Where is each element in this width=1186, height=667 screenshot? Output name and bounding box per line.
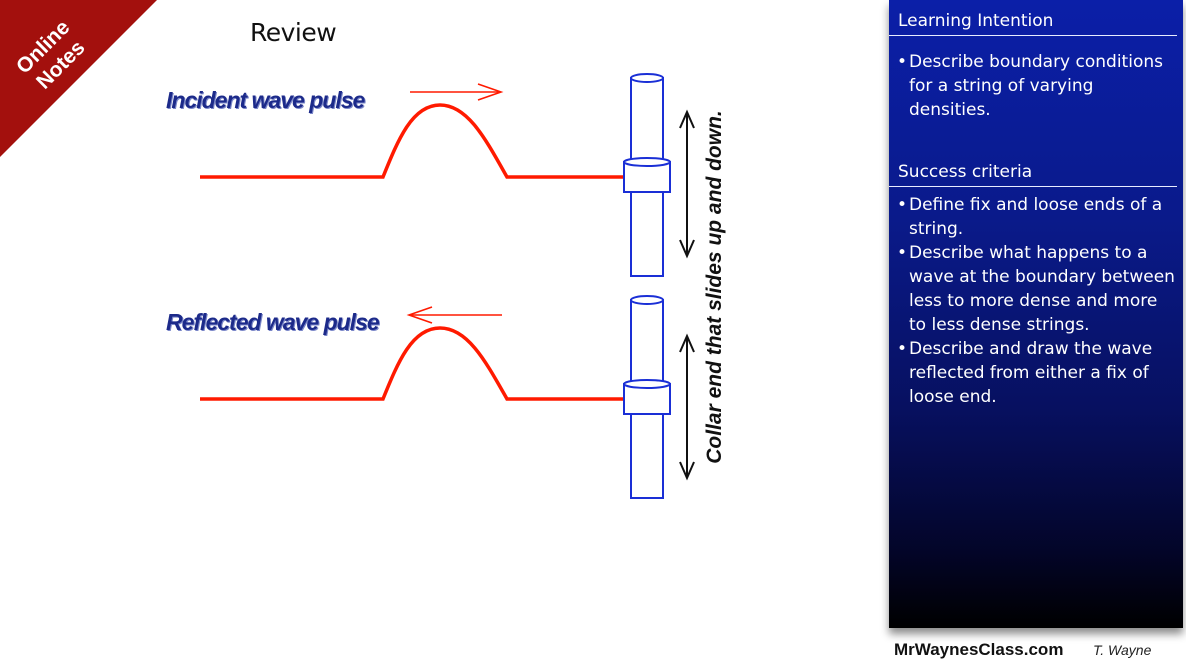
objectives-panel: Learning Intention •Describe boundary co…: [889, 0, 1183, 628]
success-criteria-section: Success criteria •Define fix and loose e…: [889, 151, 1183, 409]
reflected-wave-label: Reflected wave pulse: [166, 309, 380, 335]
bullet-icon: •: [897, 52, 908, 72]
collar-caption: Collar end that slides up and down.: [703, 110, 726, 464]
site-name: MrWaynesClass.com: [894, 640, 1064, 659]
list-item: •Describe boundary conditions for a stri…: [897, 50, 1175, 122]
author-name: T. Wayne: [1093, 642, 1152, 658]
learning-intention-heading: Learning Intention: [889, 0, 1177, 36]
bullet-icon: •: [897, 195, 908, 215]
wave-diagram: [200, 73, 695, 499]
bottom-double-arrow: [679, 333, 695, 481]
list-item-text: Describe what happens to a wave at the b…: [909, 243, 1175, 335]
reflected-wave-pulse: [200, 326, 628, 401]
learning-intention-section: Learning Intention •Describe boundary co…: [889, 0, 1183, 151]
list-item: •Describe and draw the wave reflected fr…: [897, 337, 1175, 409]
list-item-text: Describe and draw the wave reflected fro…: [909, 339, 1153, 407]
list-item-text: Define fix and loose ends of a string.: [909, 195, 1163, 239]
bottom-rod-with-collar: [623, 295, 671, 499]
incident-wave-pulse: [200, 103, 628, 179]
list-item: •Describe what happens to a wave at the …: [897, 241, 1175, 337]
top-double-arrow: [679, 109, 695, 259]
success-criteria-heading: Success criteria: [889, 151, 1177, 187]
success-criteria-list: •Define fix and loose ends of a string.•…: [889, 187, 1183, 409]
learning-intention-list: •Describe boundary conditions for a stri…: [889, 36, 1183, 151]
bullet-icon: •: [897, 339, 908, 359]
list-item-text: Describe boundary conditions for a strin…: [909, 52, 1163, 120]
list-item: •Define fix and loose ends of a string.: [897, 193, 1175, 241]
incident-direction-arrow: [410, 83, 504, 101]
reflected-direction-arrow: [406, 306, 502, 324]
incident-wave-label: Incident wave pulse: [166, 87, 365, 113]
bullet-icon: •: [897, 243, 908, 263]
slide-title: Review: [250, 18, 337, 47]
top-rod-with-collar: [623, 73, 671, 277]
